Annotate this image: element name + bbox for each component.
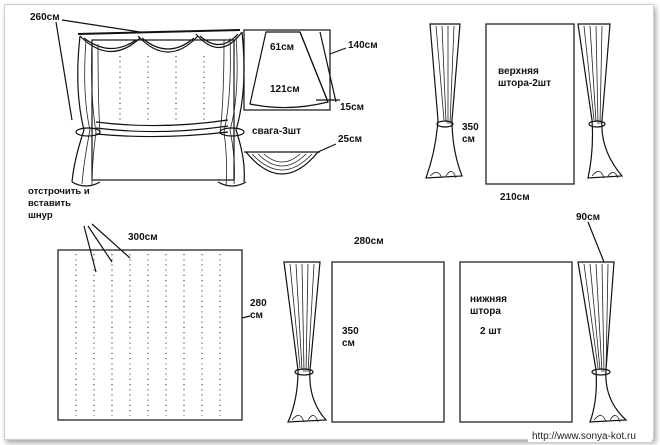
lower-curtain-panel-right (459, 261, 573, 423)
label-upper-curtain-width: 210см (500, 192, 530, 203)
label-lower-span: 280см (354, 236, 384, 247)
lower-curtain-right (577, 221, 628, 423)
label-sheer-width: 300см (128, 232, 158, 243)
swag-pattern (243, 29, 347, 175)
upper-curtain-left (425, 23, 463, 179)
lower-curtain-left (283, 261, 328, 423)
label-tie-width: 90см (576, 212, 600, 223)
label-swag-mid: 121см (270, 84, 300, 95)
label-lower-curtain-count: 2 шт (480, 326, 502, 337)
label-top-width: 260см (30, 12, 60, 23)
label-swag-count: свага-3шт (252, 126, 301, 137)
upper-curtain-panel (485, 23, 575, 185)
url-backdrop (528, 428, 652, 442)
lower-curtain-panel-left (331, 261, 445, 423)
sheer-panel (57, 223, 251, 421)
label-swag-height: 140см (348, 40, 378, 51)
upper-curtain-right (577, 23, 624, 179)
label-swag-drop: 15см (340, 102, 364, 113)
assembled-curtain-window (55, 19, 247, 187)
label-swag-side: 25см (338, 134, 362, 145)
label-swag-top: 61см (270, 42, 294, 53)
source-url: http://www.sonya-kot.ru (532, 431, 636, 442)
